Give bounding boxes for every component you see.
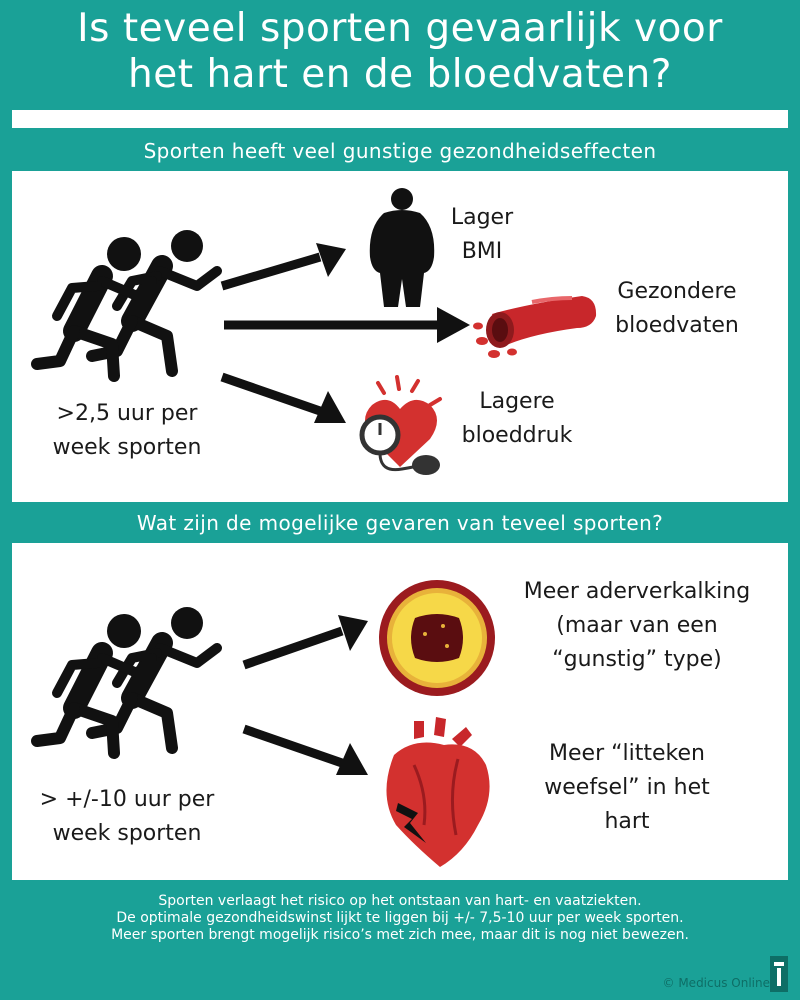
medicus-online-logo-icon (770, 956, 788, 992)
effect-bmi-line-2: BMI (461, 239, 503, 264)
blood-pressure-heart-icon (359, 375, 442, 475)
effect-athero-line-3: “gunstig” type) (552, 647, 722, 672)
effect-vessels-line-1: Gezondere (617, 279, 737, 304)
runners-icon (31, 230, 222, 382)
effect-vessels-line-2: bloedvaten (615, 313, 739, 338)
runner-label-1: >2,5 uur per week sporten (17, 397, 237, 465)
benefits-panel: >2,5 uur per week sporten Lager BMI (12, 171, 788, 502)
section-1-heading: Sporten heeft veel gunstige gezondheidse… (143, 139, 657, 163)
damaged-heart-icon (386, 717, 490, 867)
atherosclerosis-artery-icon (379, 580, 495, 696)
runner-label-2: > +/-10 uur per week sporten (12, 783, 242, 851)
blood-vessel-icon (473, 296, 597, 358)
effect-athero-line-1: Meer aderverkalking (523, 579, 751, 604)
effect-bmi-line-1: Lager (450, 205, 514, 230)
footer-text: Sporten verlaagt het risico op het ontst… (0, 893, 800, 944)
effect-label-scar-tissue: Meer “litteken weefsel” in het hart (502, 737, 752, 839)
arrow-up-right-icon (242, 615, 368, 670)
title-line-1: Is teveel sporten gevaarlijk voor (77, 6, 723, 51)
effect-pressure-line-2: bloeddruk (461, 423, 573, 448)
effect-label-atherosclerosis: Meer aderverkalking (maar van een “gunst… (492, 575, 782, 677)
runner-label-1-line-1: >2,5 uur per (56, 401, 198, 426)
footer-line-3: Meer sporten brengt mogelijk risico’s me… (111, 927, 689, 943)
obese-person-icon (369, 188, 435, 307)
arrow-right-icon (224, 307, 470, 343)
effect-scar-line-1: Meer “litteken (549, 741, 705, 766)
arrow-down-right-icon (220, 372, 346, 423)
effect-pressure-line-1: Lagere (479, 389, 555, 414)
runner-label-2-line-2: week sporten (52, 821, 202, 846)
arrow-up-right-icon (220, 243, 346, 291)
title-divider (12, 110, 788, 128)
runner-label-1-line-2: week sporten (52, 435, 202, 460)
effect-scar-line-3: hart (604, 809, 650, 834)
effect-label-pressure: Lagere bloeddruk (442, 385, 592, 453)
runner-label-2-line-1: > +/-10 uur per (39, 787, 215, 812)
effect-label-bmi: Lager BMI (412, 201, 552, 269)
risks-panel: > +/-10 uur per week sporten Meer aderve… (12, 543, 788, 880)
title-line-2: het hart en de bloedvaten? (128, 52, 672, 97)
footer-line-1: Sporten verlaagt het risico op het ontst… (158, 893, 642, 909)
footer-line-2: De optimale gezondheidswinst lijkt te li… (116, 910, 684, 926)
copyright-notice: © Medicus Online (662, 976, 770, 990)
infographic-title: Is teveel sporten gevaarlijk voor het ha… (0, 6, 800, 98)
runners-icon (31, 607, 222, 759)
effect-label-vessels: Gezondere bloedvaten (582, 275, 772, 343)
arrow-down-right-icon (242, 724, 368, 775)
effect-scar-line-2: weefsel” in het (544, 775, 710, 800)
section-2-heading: Wat zijn de mogelijke gevaren van teveel… (136, 511, 664, 535)
effect-athero-line-2: (maar van een (556, 613, 718, 638)
